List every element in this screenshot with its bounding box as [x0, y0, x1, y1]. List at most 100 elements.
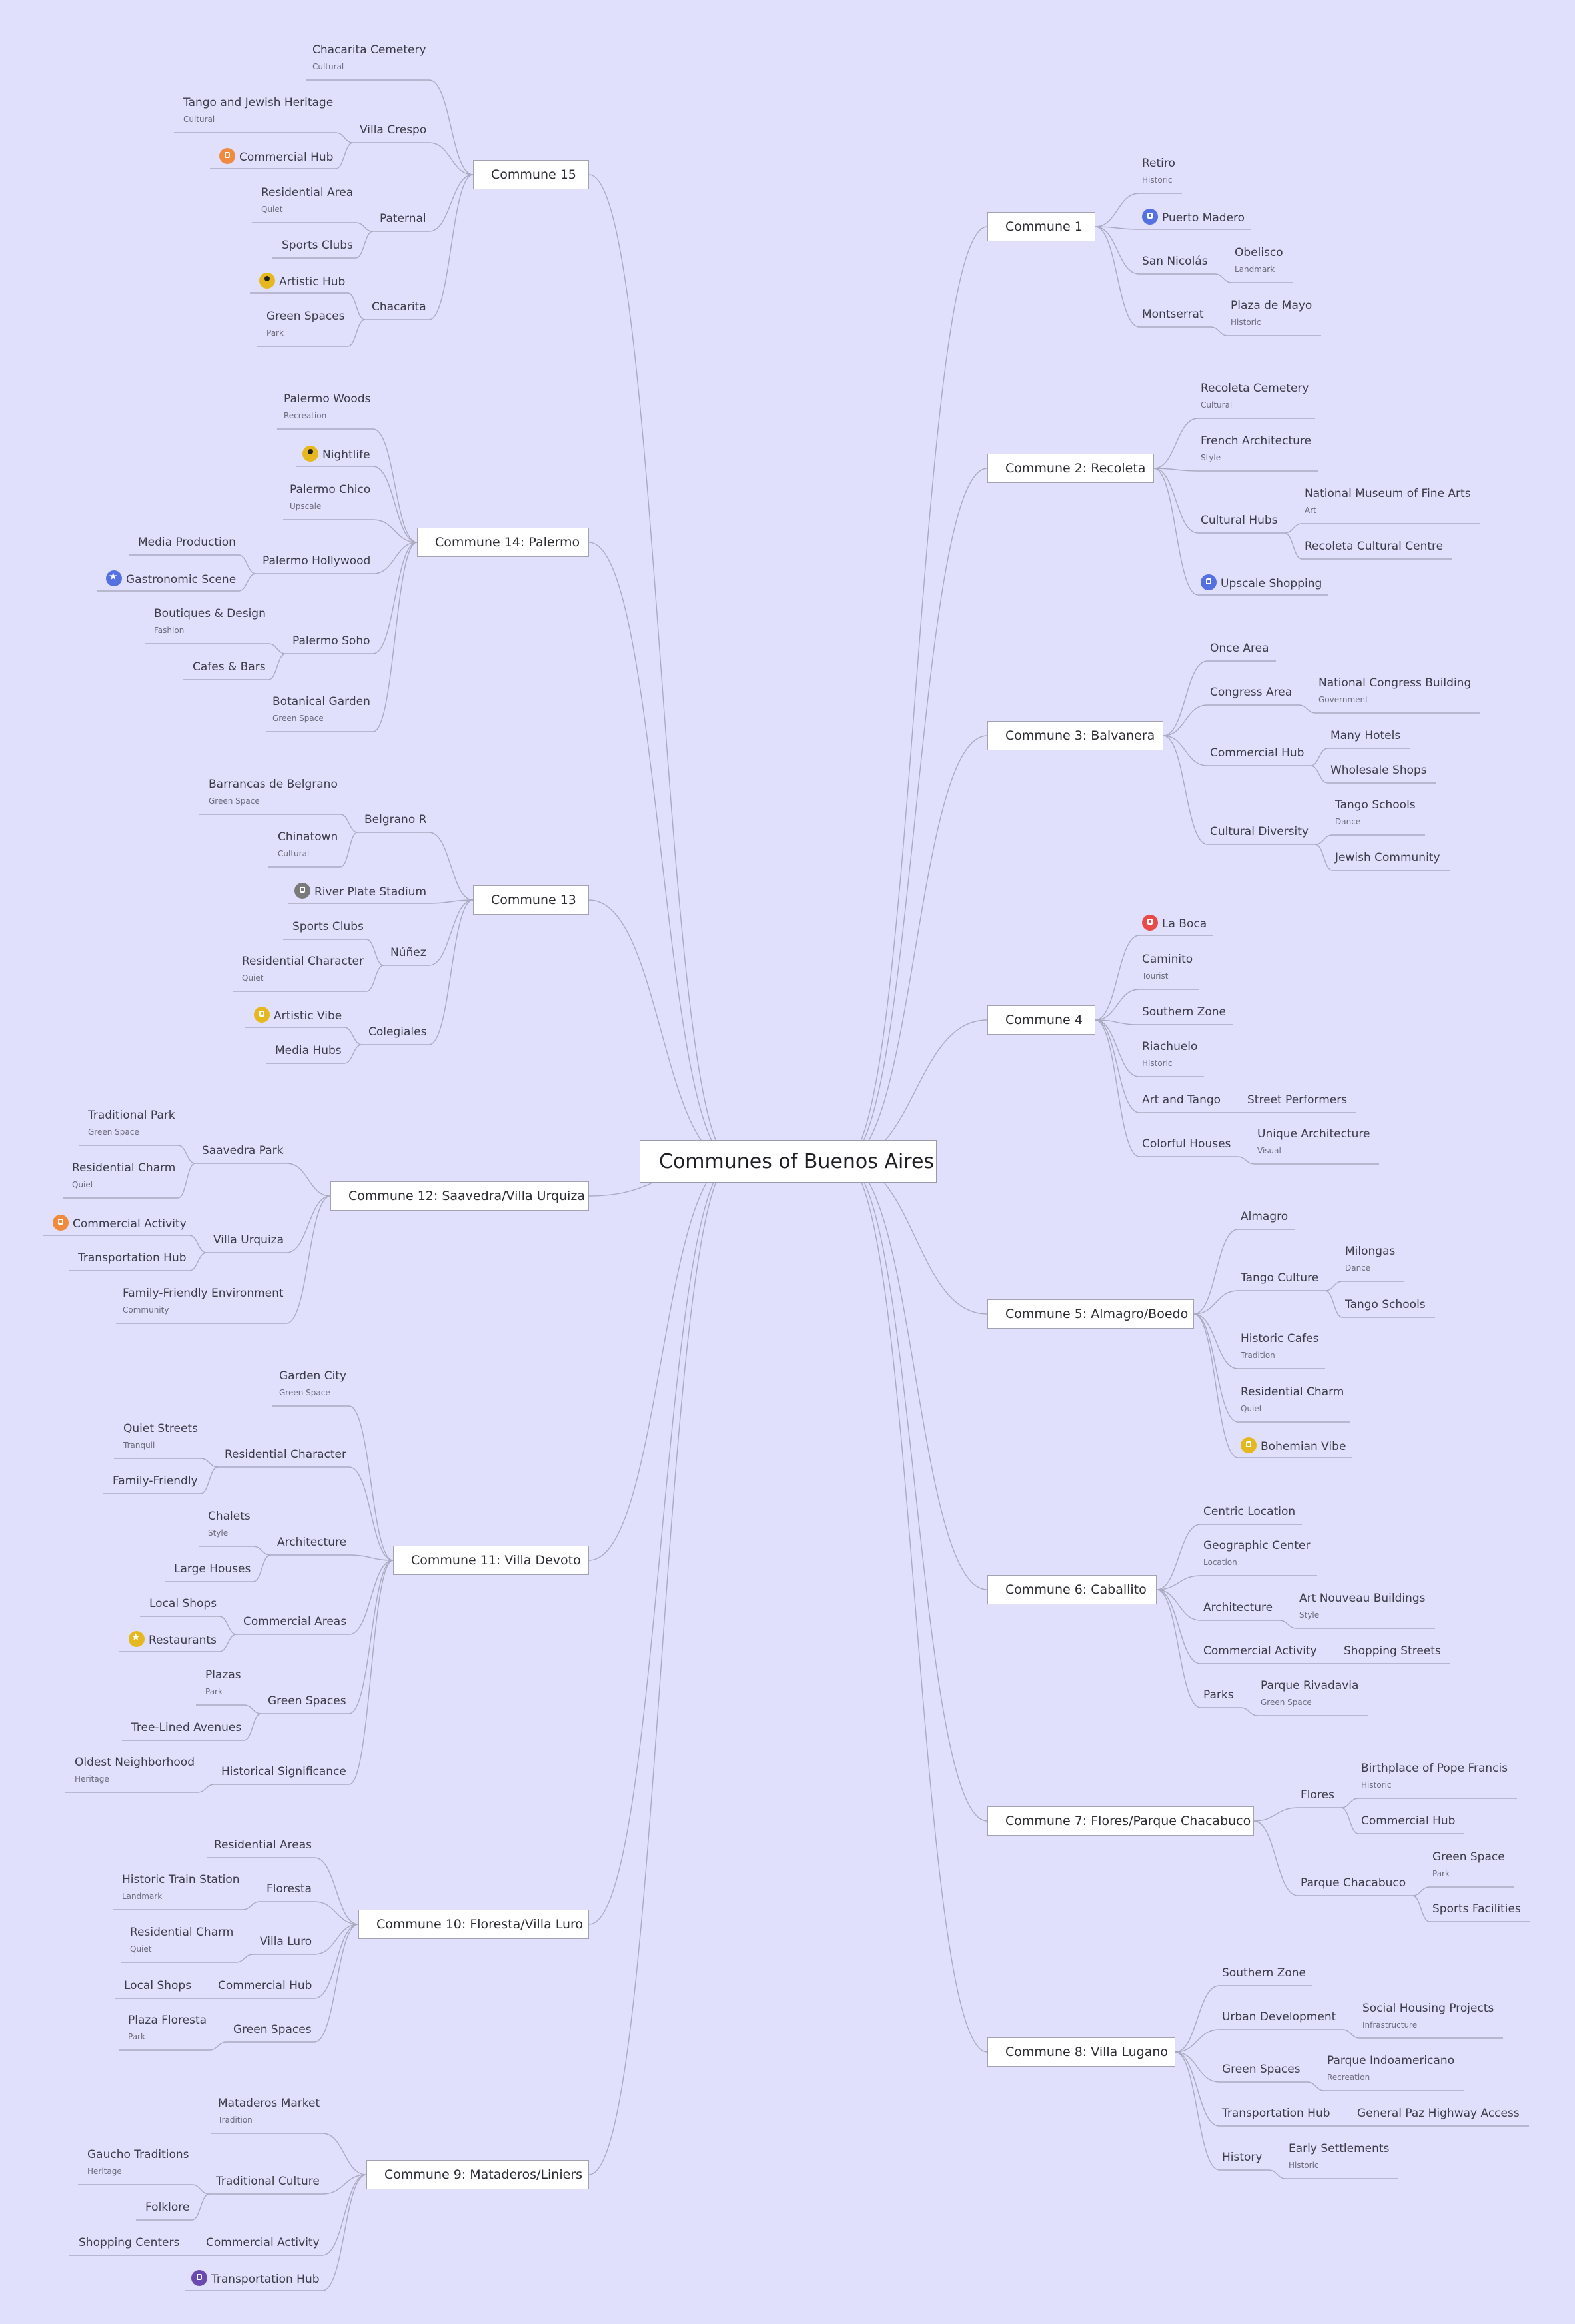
topic-tango-culture[interactable]: Tango Culture [1241, 1273, 1318, 1284]
topic-media-hubs[interactable]: Media Hubs [275, 1045, 342, 1057]
topic-wholesale-shops[interactable]: Wholesale Shops [1330, 765, 1427, 776]
topic-artistic-hub[interactable]: Artistic Hub [259, 273, 345, 289]
branch-c11[interactable]: Commune 11: Villa Devoto [393, 1546, 589, 1575]
topic-green-spaces[interactable]: Green Spaces [233, 2024, 312, 2035]
topic-transportation-hub[interactable]: Transportation Hub [1222, 2108, 1330, 2119]
topic-architecture[interactable]: Architecture [1203, 1602, 1273, 1614]
branch-c8[interactable]: Commune 8: Villa Lugano [987, 2037, 1175, 2067]
topic-art-and-tango[interactable]: Art and Tango [1142, 1095, 1221, 1106]
topic-urban-development[interactable]: Urban Development [1222, 2012, 1336, 2023]
topic-commercial-activity[interactable]: Commercial Activity [206, 2237, 320, 2249]
branch-c4[interactable]: Commune 4 [987, 1005, 1095, 1035]
topic-congress-area[interactable]: Congress Area [1210, 687, 1292, 698]
topic-parks[interactable]: Parks [1203, 1690, 1234, 1701]
topic-green-spaces[interactable]: Green Spaces [268, 1696, 346, 1707]
branch-c9[interactable]: Commune 9: Mataderos/Liniers [366, 2160, 589, 2189]
topic-commercial-hub[interactable]: Commercial Hub [218, 1980, 312, 1992]
branch-c3[interactable]: Commune 3: Balvanera [987, 721, 1163, 750]
topic-commercial-hub[interactable]: Commercial Hub [1210, 748, 1304, 759]
topic-folklore[interactable]: Folklore [145, 2202, 189, 2213]
topic-montserrat[interactable]: Montserrat [1142, 309, 1204, 320]
topic-residential-character[interactable]: Residential Character [225, 1449, 346, 1460]
topic-palermo-hollywood[interactable]: Palermo Hollywood [262, 556, 370, 567]
topic-green-spaces[interactable]: Green Spaces [1222, 2064, 1301, 2075]
root-topic[interactable]: Communes of Buenos Aires [640, 1140, 937, 1183]
topic-restaurants[interactable]: Restaurants [129, 1631, 217, 1647]
topic-villa-urquiza[interactable]: Villa Urquiza [213, 1235, 284, 1246]
branch-c6[interactable]: Commune 6: Caballito [987, 1575, 1157, 1604]
topic-sports-clubs[interactable]: Sports Clubs [292, 921, 364, 933]
topic-cultural-hubs[interactable]: Cultural Hubs [1201, 515, 1278, 526]
topic-la-boca[interactable]: La Boca [1142, 915, 1207, 931]
topic-commercial-hub[interactable]: Commercial Hub [1361, 1816, 1455, 1827]
topic-recoleta-cultural-centre[interactable]: Recoleta Cultural Centre [1305, 541, 1443, 552]
topic-transportation-hub[interactable]: Transportation Hub [78, 1253, 187, 1264]
branch-c13[interactable]: Commune 13 [473, 885, 589, 915]
topic-villa-luro[interactable]: Villa Luro [260, 1936, 312, 1948]
topic-almagro[interactable]: Almagro [1241, 1211, 1288, 1223]
topic-tango-schools[interactable]: Tango Schools [1345, 1299, 1426, 1311]
topic-southern-zone[interactable]: Southern Zone [1142, 1007, 1226, 1018]
topic-san-nicolas[interactable]: San Nicolás [1142, 256, 1208, 267]
topic-sports-clubs[interactable]: Sports Clubs [282, 240, 353, 251]
topic-saavedra-park[interactable]: Saavedra Park [202, 1145, 284, 1157]
topic-palermo-soho[interactable]: Palermo Soho [292, 636, 370, 647]
topic-cafes-bars[interactable]: Cafes & Bars [193, 662, 266, 673]
topic-jewish-community[interactable]: Jewish Community [1335, 852, 1440, 864]
topic-residential-areas[interactable]: Residential Areas [214, 1840, 312, 1851]
topic-once-area[interactable]: Once Area [1210, 643, 1269, 654]
topic-bohemian-vibe[interactable]: Bohemian Vibe [1241, 1437, 1346, 1453]
topic-colegiales[interactable]: Colegiales [368, 1027, 426, 1038]
topic-family-friendly[interactable]: Family-Friendly [113, 1476, 198, 1487]
topic-southern-zone[interactable]: Southern Zone [1222, 1968, 1306, 1979]
branch-c12[interactable]: Commune 12: Saavedra/Villa Urquiza [330, 1181, 589, 1211]
topic-large-houses[interactable]: Large Houses [174, 1564, 251, 1575]
topic-sports-facilities[interactable]: Sports Facilities [1432, 1904, 1521, 1915]
topic-nightlife[interactable]: Nightlife [302, 446, 370, 462]
topic-transportation-hub[interactable]: Transportation Hub [191, 2270, 320, 2286]
topic-river-plate-stadium[interactable]: River Plate Stadium [294, 883, 426, 899]
branch-c1[interactable]: Commune 1 [987, 212, 1095, 241]
topic-chacarita[interactable]: Chacarita [372, 302, 426, 313]
topic-history[interactable]: History [1222, 2152, 1262, 2163]
branch-c7[interactable]: Commune 7: Flores/Parque Chacabuco [987, 1806, 1254, 1836]
topic-traditional-culture[interactable]: Traditional Culture [216, 2176, 320, 2187]
branch-c14[interactable]: Commune 14: Palermo [417, 528, 589, 557]
branch-c10[interactable]: Commune 10: Floresta/Villa Luro [358, 1910, 589, 1939]
topic-puerto-madero[interactable]: Puerto Madero [1142, 209, 1245, 225]
topic-cultural-diversity[interactable]: Cultural Diversity [1210, 826, 1309, 838]
topic-architecture[interactable]: Architecture [277, 1537, 346, 1548]
topic-historical-significance[interactable]: Historical Significance [221, 1766, 346, 1778]
topic-colorful-houses[interactable]: Colorful Houses [1142, 1139, 1231, 1150]
